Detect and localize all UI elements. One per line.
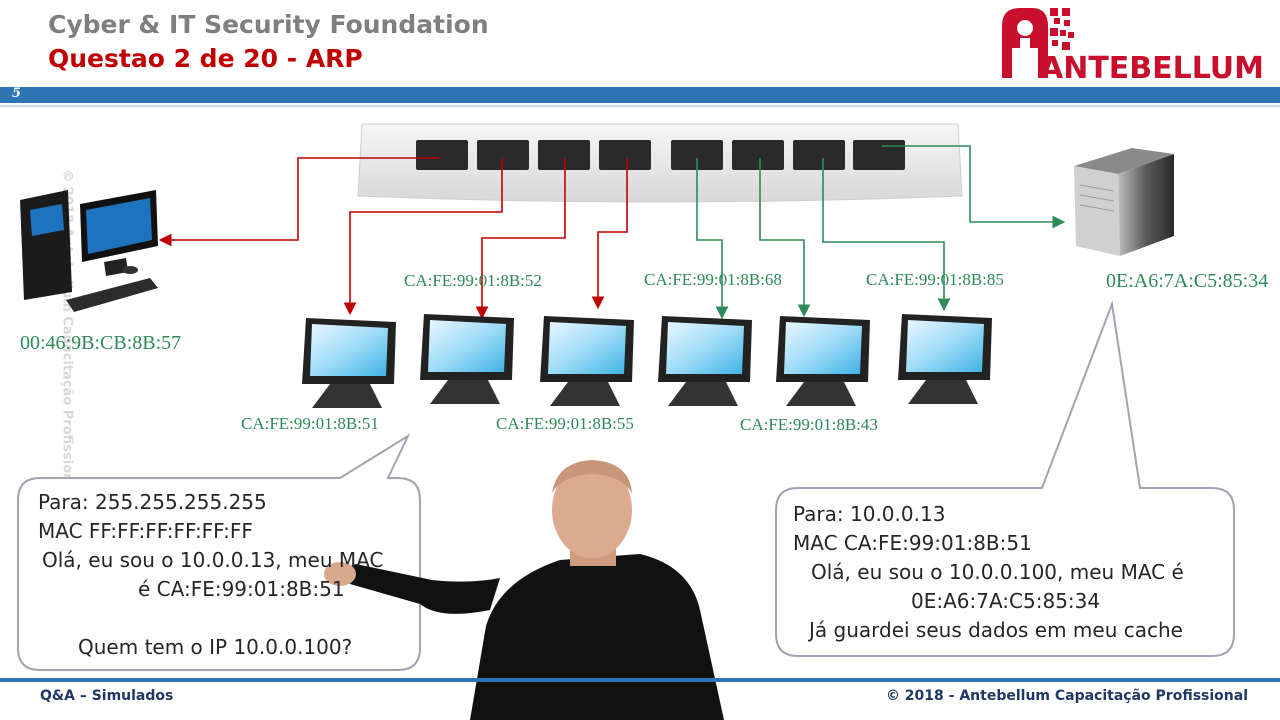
request-sender-mac: é CA:FE:99:01:8B:51 xyxy=(138,577,345,601)
request-question: Quem tem o IP 10.0.0.100? xyxy=(78,635,353,659)
footer-section-label: Q&A – Simulados xyxy=(40,688,174,704)
reply-cache-note: Já guardei seus dados em meu cache xyxy=(809,618,1183,642)
workstation-monitors xyxy=(302,314,992,408)
antebellum-logo: ANTEBELLUM xyxy=(998,4,1274,86)
footer-copyright: © 2018 - Antebellum Capacitação Profissi… xyxy=(885,688,1248,704)
arp-reply-message: Para: 10.0.0.13 MAC CA:FE:99:01:8B:51 Ol… xyxy=(793,500,1184,645)
request-sender-line: Olá, eu sou o 10.0.0.13, meu MAC xyxy=(42,548,384,572)
speech-bubble-left xyxy=(17,433,421,671)
arp-request-message: Para: 255.255.255.255 MAC FF:FF:FF:FF:FF… xyxy=(38,488,383,662)
arp-reply-lines xyxy=(696,145,1066,320)
request-destination-mac: MAC FF:FF:FF:FF:FF:FF xyxy=(38,519,253,543)
monitor-mac-label: CA:FE:99:01:8B:68 xyxy=(644,270,782,289)
monitor-mac-label: CA:FE:99:01:8B:85 xyxy=(866,270,1004,289)
reply-destination-ip: Para: 10.0.0.13 xyxy=(793,502,946,526)
arp-request-lines xyxy=(158,157,628,320)
monitor-mac-label: CA:FE:99:01:8B:55 xyxy=(496,414,634,433)
desktop-pc-icon xyxy=(20,190,158,312)
reply-destination-mac: MAC CA:FE:99:01:8B:51 xyxy=(793,531,1032,555)
monitor-mac-label: CA:FE:99:01:8B:43 xyxy=(740,415,878,434)
network-switch xyxy=(357,123,963,203)
reply-sender-line: Olá, eu sou o 10.0.0.100, meu MAC é xyxy=(811,560,1184,584)
request-destination-ip: Para: 255.255.255.255 xyxy=(38,490,267,514)
header-divider xyxy=(0,105,1280,107)
monitor-mac-label: CA:FE:99:01:8B:51 xyxy=(241,414,379,433)
reply-sender-mac: 0E:A6:7A:C5:85:34 xyxy=(911,589,1101,613)
monitor-mac-label: CA:FE:99:01:8B:52 xyxy=(404,271,542,290)
question-title: Questao 2 de 20 - ARP xyxy=(48,44,363,73)
left-pc-mac-label: 00:46:9B:CB:8B:57 xyxy=(20,332,182,354)
slide-number: 5 xyxy=(12,86,22,101)
header-bar xyxy=(0,87,1280,103)
speech-bubble-right xyxy=(775,300,1235,657)
course-title: Cyber & IT Security Foundation xyxy=(48,10,489,39)
server-mac-label: 0E:A6:7A:C5:85:34 xyxy=(1106,270,1269,292)
server-icon xyxy=(1074,148,1174,256)
svg-text:ANTEBELLUM: ANTEBELLUM xyxy=(1040,51,1264,82)
footer-bar xyxy=(0,678,1280,682)
